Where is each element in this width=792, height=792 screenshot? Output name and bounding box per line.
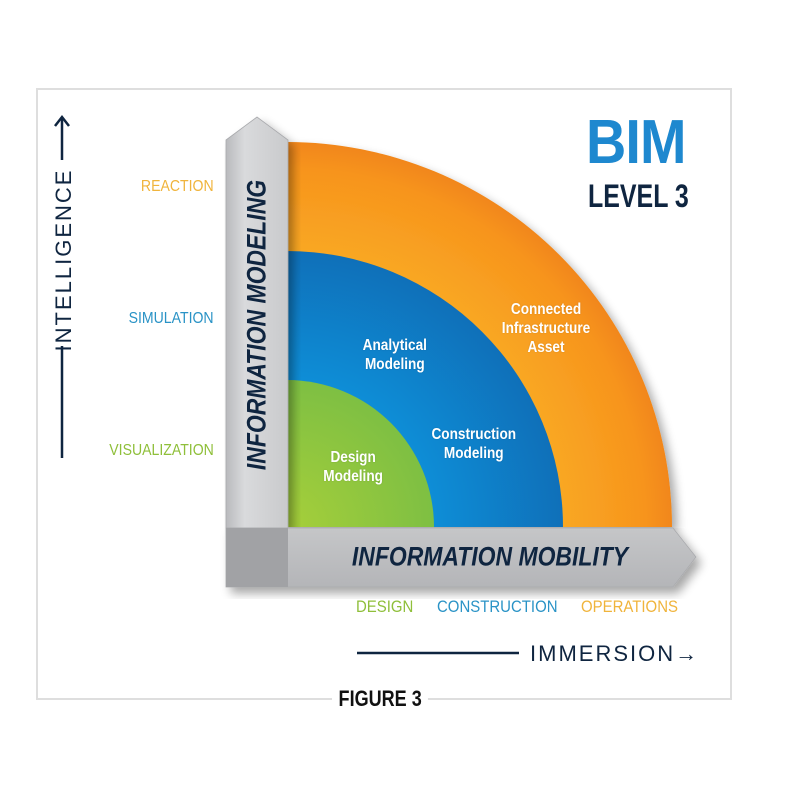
ring-label-line: Modeling (364, 356, 425, 373)
ring-label-line: Connected (510, 301, 582, 318)
ring-label-line: Asset (527, 339, 565, 356)
x-level-design: DESIGN (356, 597, 414, 616)
ring-label-line: Construction (431, 426, 517, 443)
x-level-operations: OPERATIONS (581, 597, 678, 616)
bar-corner (226, 528, 288, 587)
x-level-construction: CONSTRUCTION (437, 597, 558, 616)
ring-design (287, 380, 434, 527)
x-axis-label: IMMERSION→ (530, 641, 699, 667)
y-level-visualization: VISUALIZATION (109, 442, 214, 459)
ring-label-line: Modeling (323, 468, 383, 485)
y-level-reaction: REACTION (141, 178, 214, 195)
ring-label-line: Analytical (362, 337, 427, 354)
arrow-right-icon: → (675, 641, 700, 666)
ring-label-construction: Construction Modeling (431, 425, 516, 463)
title-bim: BIM (586, 108, 686, 177)
information-modeling-label: INFORMATION MODELING (241, 179, 272, 471)
ring-label-line: Design (330, 449, 376, 466)
title-level: LEVEL 3 (588, 178, 689, 214)
ring-label-line: Modeling (443, 445, 504, 462)
information-modeling-bar (225, 116, 289, 529)
ring-label-infrastructure: Connected Infrastructure Asset (502, 300, 590, 357)
x-axis-label-text: IMMERSION (530, 641, 676, 666)
y-axis-label: INTELLIGENCE (51, 168, 76, 352)
figure-label: FIGURE 3 (332, 686, 429, 712)
information-mobility-label: INFORMATION MOBILITY (351, 541, 629, 572)
intelligence-arrow-icon (54, 114, 70, 127)
ring-label-design: Design Modeling (323, 448, 383, 486)
ring-label-line: Infrastructure (501, 320, 591, 337)
ring-label-analytical: Analytical Modeling (363, 336, 427, 374)
y-level-simulation: SIMULATION (128, 310, 214, 327)
